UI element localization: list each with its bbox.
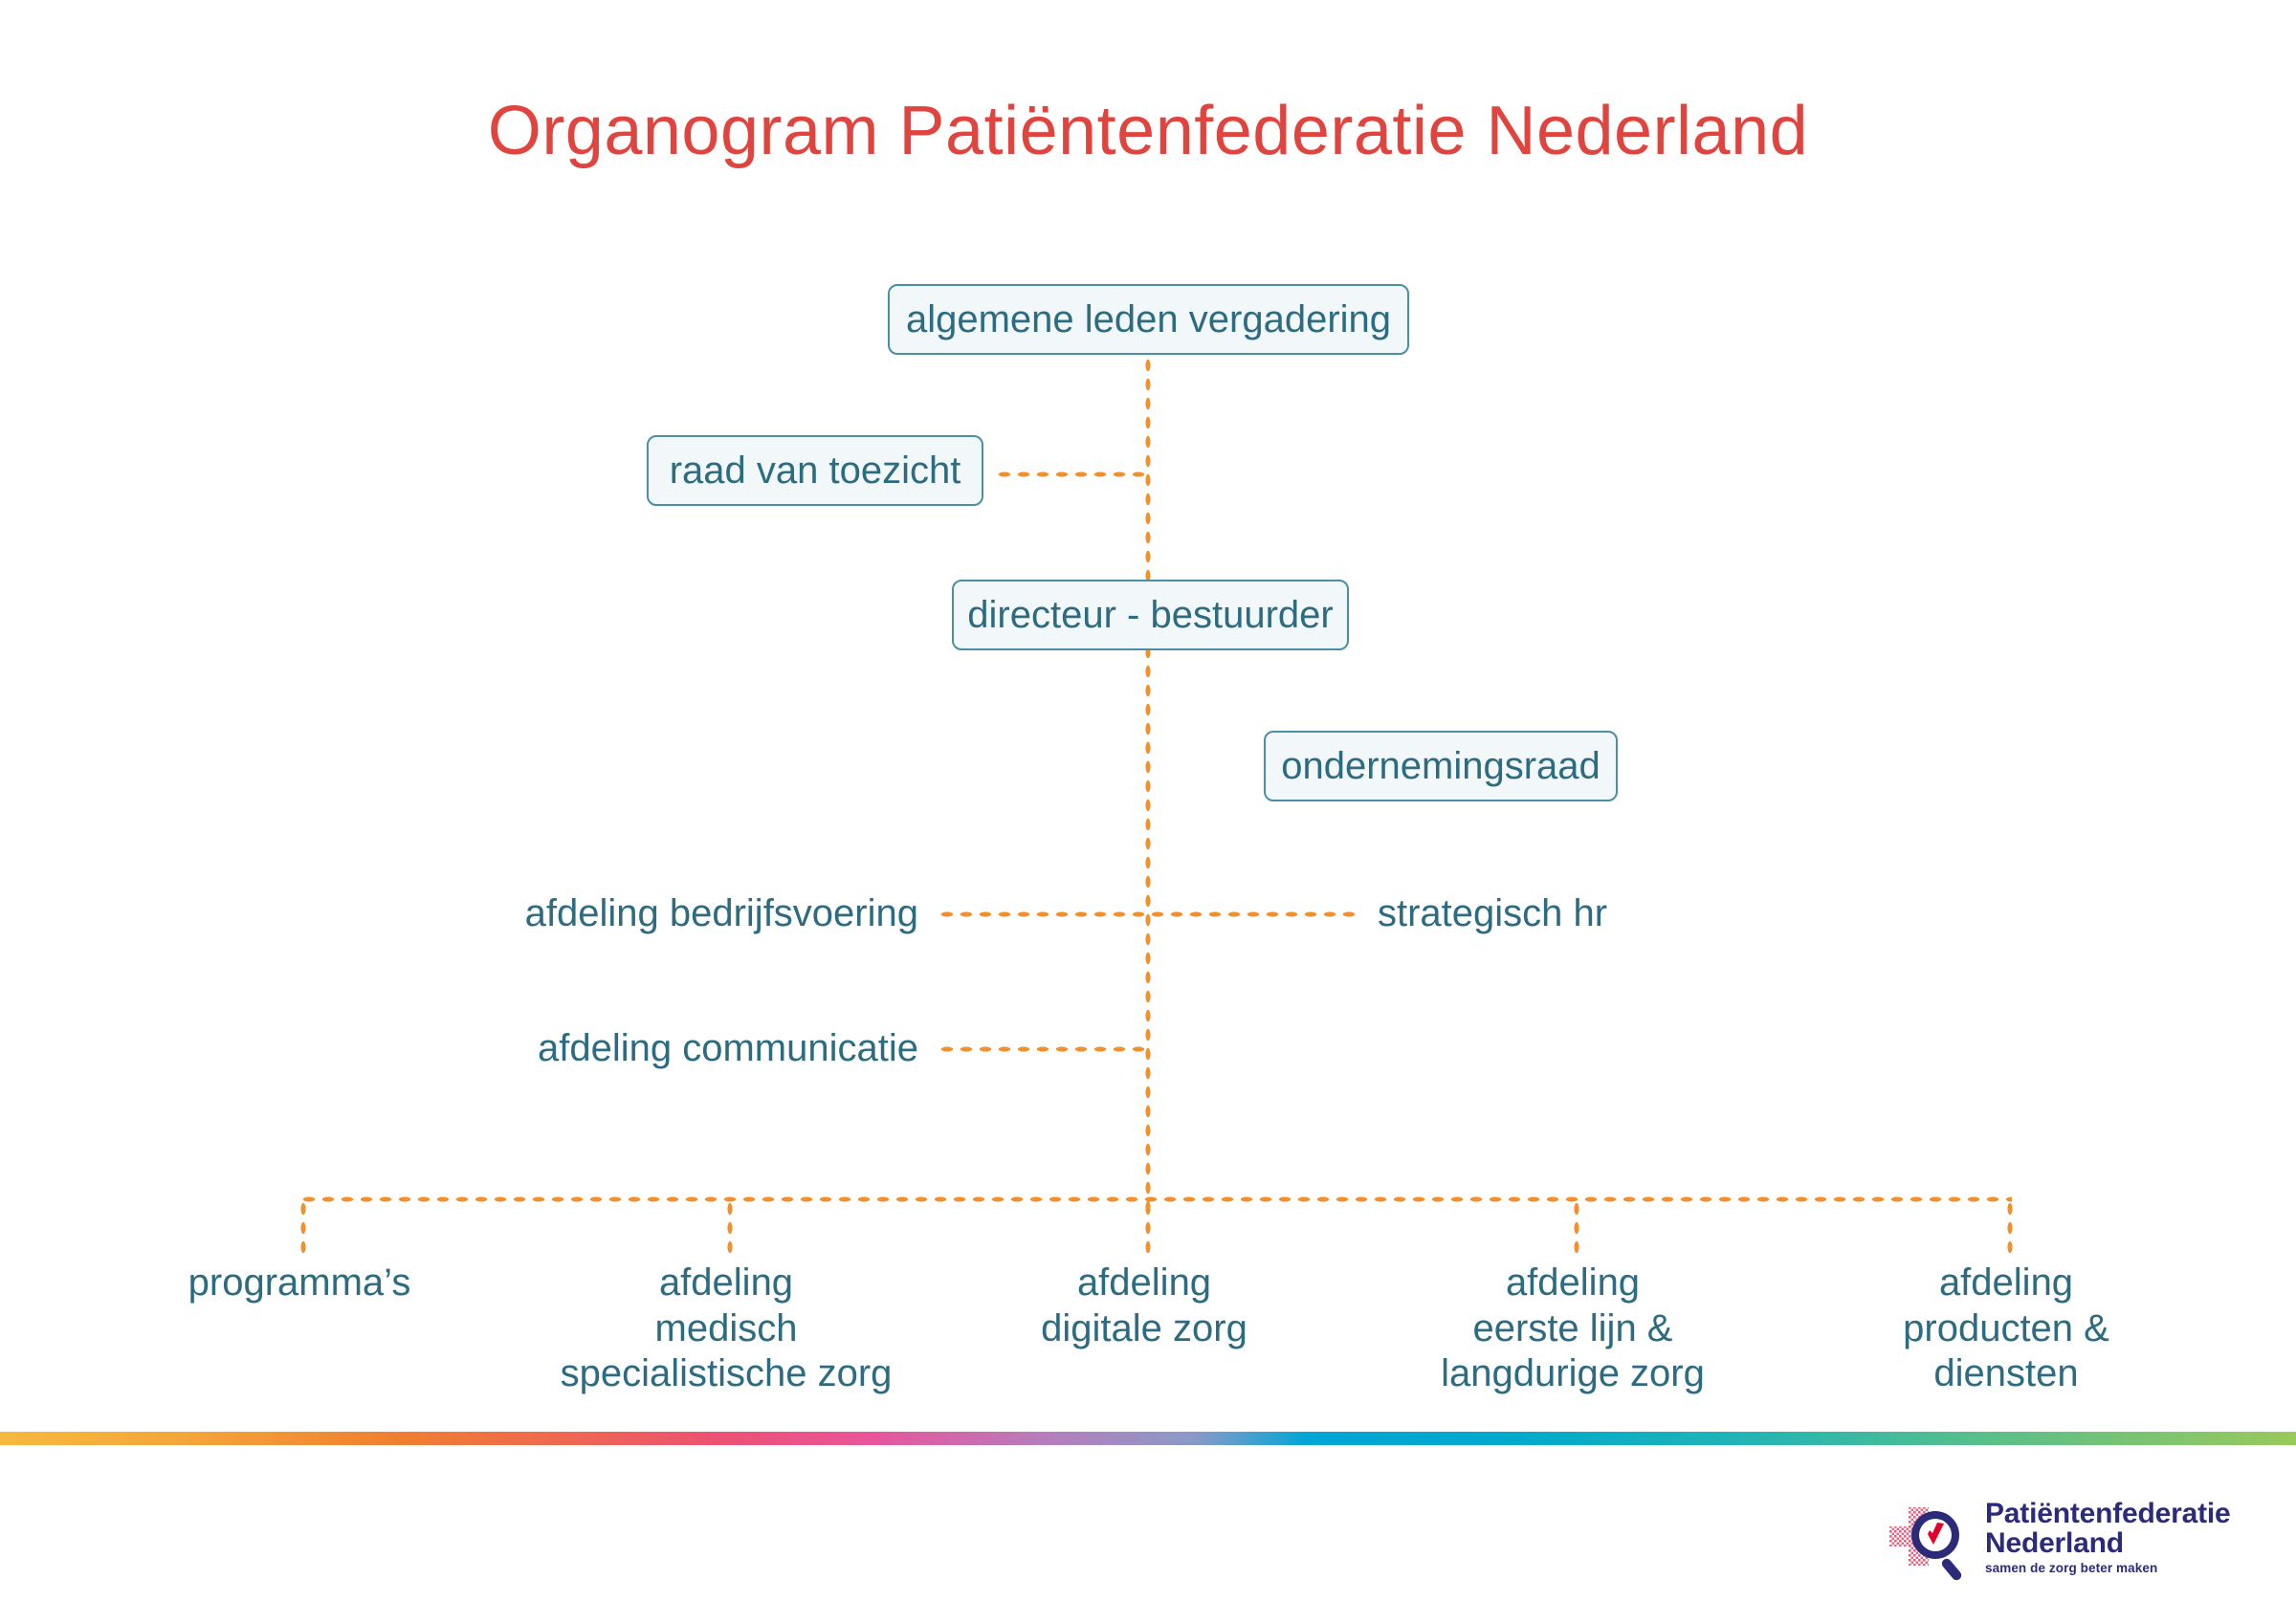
logo-line-1: Patiëntenfederatie xyxy=(1985,1498,2231,1529)
connector-drop-programmas xyxy=(299,1199,307,1253)
node-raad-van-toezicht[interactable]: raad van toezicht xyxy=(647,435,983,506)
node-ondernemingsraad[interactable]: ondernemingsraad xyxy=(1264,731,1618,801)
connector-drop-medisch xyxy=(726,1199,734,1253)
node-afdeling-medisch-specialistische-zorg[interactable]: afdeling medisch specialistische zorg xyxy=(560,1261,893,1395)
connector-bedrijfsvoering-hr xyxy=(938,910,1358,918)
logo-tagline: samen de zorg beter maken xyxy=(1985,1561,2158,1576)
node-strategisch-hr[interactable]: strategisch hr xyxy=(1378,892,1608,934)
node-algemene-leden-vergadering[interactable]: algemene leden vergadering xyxy=(888,284,1409,355)
connector-distribution-bar xyxy=(299,1195,2012,1203)
connector-drop-producten xyxy=(2006,1199,2014,1253)
connector-spine-vertical xyxy=(1144,356,1152,1217)
connector-drop-digitale xyxy=(1144,1199,1152,1253)
node-afdeling-producten-diensten[interactable]: afdeling producten & diensten xyxy=(1903,1261,2109,1395)
logo: Patiëntenfederatie Nederland samen de zo… xyxy=(1889,1498,2234,1588)
connector-raad-van-toezicht xyxy=(995,471,1150,478)
node-afdeling-communicatie[interactable]: afdeling communicatie xyxy=(538,1027,918,1069)
logo-line-2: Nederland xyxy=(1985,1526,2124,1559)
node-afdeling-bedrijfsvoering[interactable]: afdeling bedrijfsvoering xyxy=(524,892,918,934)
brand-gradient-bar xyxy=(0,1432,2296,1445)
node-directeur-bestuurder[interactable]: directeur - bestuurder xyxy=(952,580,1349,650)
logo-text: Patiëntenfederatie Nederland samen de zo… xyxy=(1985,1498,2234,1576)
page-title: Organogram Patiëntenfederatie Nederland xyxy=(487,93,1809,169)
connector-drop-eerstelijn xyxy=(1573,1199,1580,1253)
node-afdeling-eerste-lijn-langdurige-zorg[interactable]: afdeling eerste lijn & langdurige zorg xyxy=(1441,1261,1705,1395)
node-afdeling-digitale-zorg[interactable]: afdeling digitale zorg xyxy=(1041,1261,1247,1349)
patientenfederatie-logo-icon xyxy=(1889,1507,1962,1581)
connector-communicatie xyxy=(938,1045,1150,1053)
node-programmas[interactable]: programma’s xyxy=(188,1261,411,1304)
